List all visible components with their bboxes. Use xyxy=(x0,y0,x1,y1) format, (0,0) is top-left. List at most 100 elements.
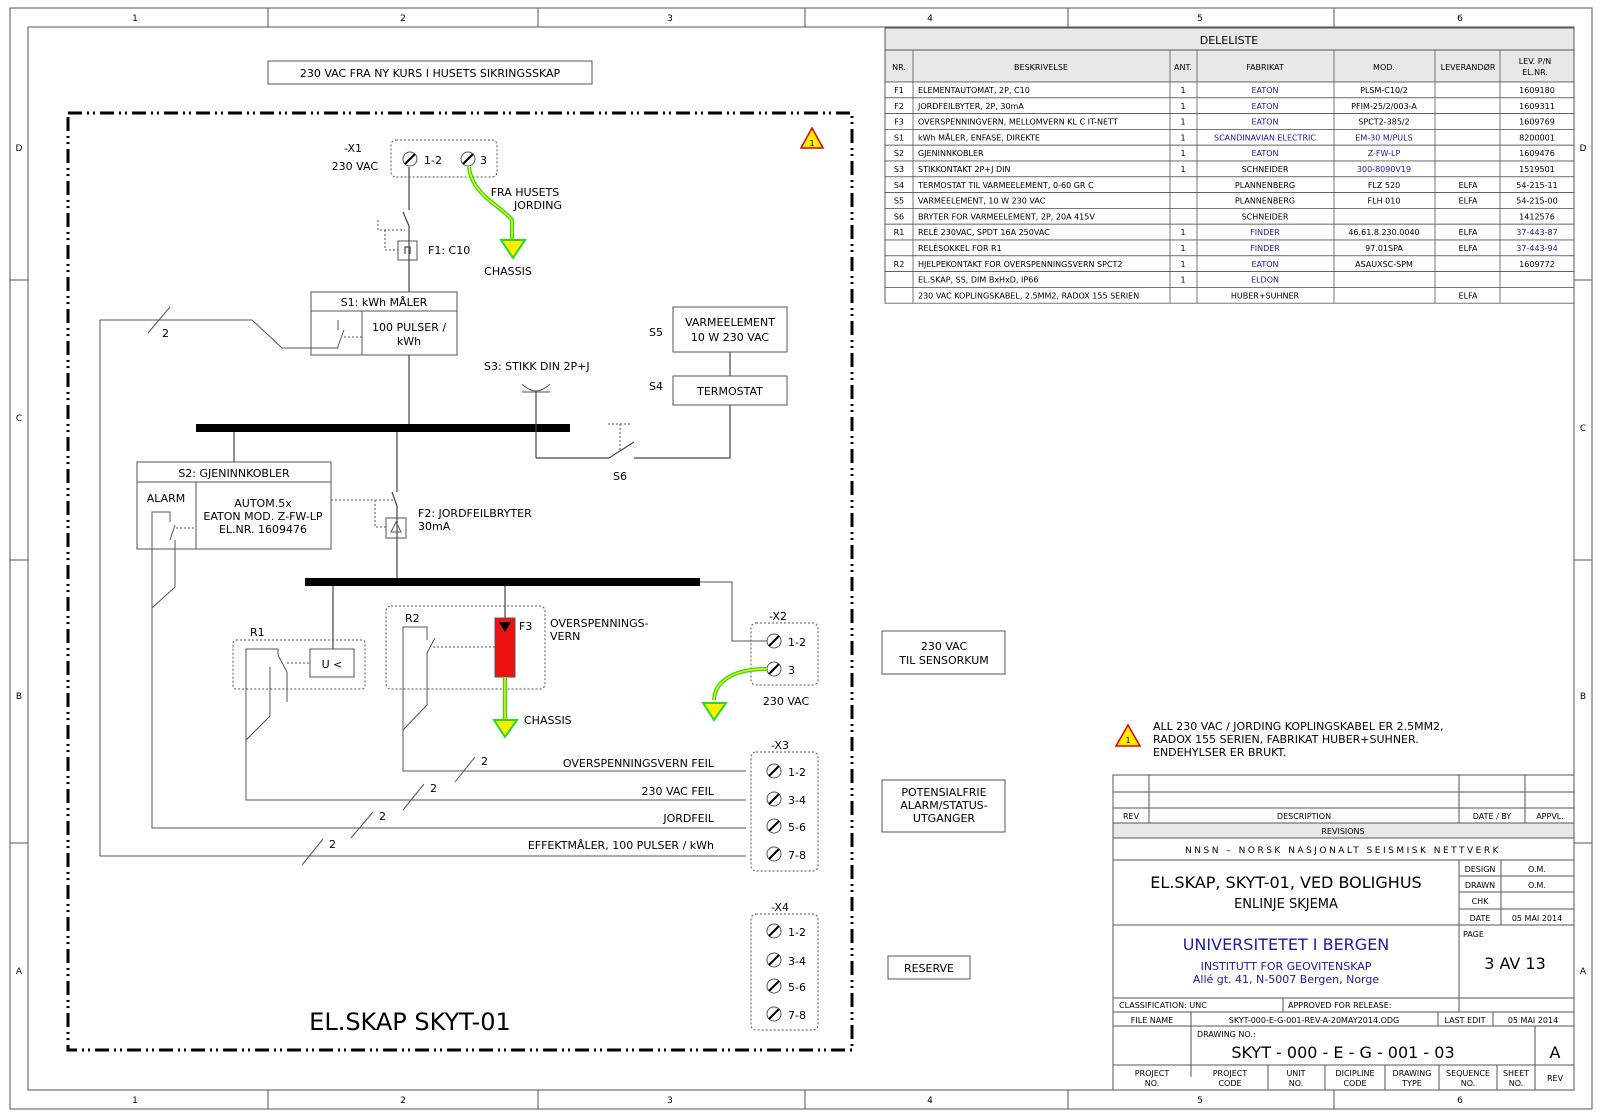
svg-text:3 AV 13: 3 AV 13 xyxy=(1484,954,1546,973)
svg-text:EL.NR. 1609476: EL.NR. 1609476 xyxy=(219,523,307,536)
parts-cell-desc: GJENINNKOBLER xyxy=(918,149,984,158)
svg-text:LEV. P/N: LEV. P/N xyxy=(1519,57,1552,66)
svg-text:REV: REV xyxy=(1547,1074,1564,1083)
parts-cell-ant: 1 xyxy=(1180,86,1185,95)
svg-text:100 PULSER /: 100 PULSER / xyxy=(372,321,446,334)
terminal-block-x1: -X1 230 VAC 1-2 3 xyxy=(332,139,498,178)
parts-cell-desc: JORDFEILBYTER, 2P, 30mA xyxy=(917,102,1024,111)
svg-text:230 VAC: 230 VAC xyxy=(921,640,968,653)
parts-cell-pn: 54-215-00 xyxy=(1516,197,1557,206)
signal-label: 230 VAC FEIL xyxy=(642,785,715,798)
row-label: C xyxy=(1580,424,1586,434)
parts-cell-lev: ELFA xyxy=(1459,181,1478,190)
parts-cell-pn: 1519501 xyxy=(1519,165,1555,174)
svg-text:DESCRIPTION: DESCRIPTION xyxy=(1277,812,1331,821)
svg-text:DICIPLINE: DICIPLINE xyxy=(1335,1069,1374,1078)
col-label: 4 xyxy=(927,14,933,24)
chassis-ground-icon xyxy=(701,702,728,722)
parts-cell-ant: 1 xyxy=(1180,149,1185,158)
terminal-block-x3: -X3 1-2 3-4 5-6 7-8 xyxy=(750,739,819,872)
svg-text:S2: GJENINNKOBLER: S2: GJENINNKOBLER xyxy=(178,467,290,480)
rcd-f2-symbol xyxy=(374,491,407,580)
svg-text:ALARM: ALARM xyxy=(147,492,186,505)
parts-cell-pn: 54-215-11 xyxy=(1516,181,1557,190)
parts-cell-nr: S5 xyxy=(894,197,904,206)
svg-text:PROJECT: PROJECT xyxy=(1213,1069,1248,1078)
terminal-block-x2: -X2 1-2 3 230 VAC xyxy=(750,610,819,708)
parts-cell-nr: S2 xyxy=(894,149,904,158)
parts-list-table: DELELISTE NR. BESKRIVELSE ANT. FABRIKAT … xyxy=(884,27,1575,304)
earth-wire xyxy=(467,166,514,244)
svg-text:kWh: kWh xyxy=(397,335,421,348)
svg-text:DATE / BY: DATE / BY xyxy=(1473,812,1512,821)
svg-text:CHK: CHK xyxy=(1472,897,1490,906)
svg-text:1: 1 xyxy=(809,139,814,148)
parts-cell-fab: FINDER xyxy=(1250,228,1280,237)
svg-text:R2: R2 xyxy=(405,612,420,625)
terminal-screw-icon xyxy=(766,633,782,649)
parts-cell-pn: 1609476 xyxy=(1519,149,1555,158)
parts-cell-pn: 1609769 xyxy=(1519,118,1555,127)
svg-text:1-2: 1-2 xyxy=(788,766,806,779)
svg-text:RESERVE: RESERVE xyxy=(904,962,954,975)
svg-text:-X4: -X4 xyxy=(771,901,789,914)
svg-text:ENDEHYLSER ER BRUKT.: ENDEHYLSER ER BRUKT. xyxy=(1153,746,1286,759)
parts-cell-mod: SPCT2-385/2 xyxy=(1358,118,1409,127)
svg-text:PAGE: PAGE xyxy=(1463,930,1484,939)
svg-text:5-6: 5-6 xyxy=(788,981,806,994)
cabinet-boundary xyxy=(66,111,854,1052)
svg-text:230 VAC: 230 VAC xyxy=(332,160,379,173)
svg-text:NO.: NO. xyxy=(1461,1079,1476,1088)
parts-cell-nr: F3 xyxy=(894,118,904,127)
parts-cell-lev: ELFA xyxy=(1459,228,1478,237)
svg-text:O.M.: O.M. xyxy=(1528,865,1546,874)
chassis-label: CHASSIS xyxy=(484,265,532,278)
svg-text:Allé gt. 41, N-5007 Bergen, No: Allé gt. 41, N-5007 Bergen, Norge xyxy=(1193,973,1379,986)
external-reserve-box: RESERVE xyxy=(887,955,971,980)
f3-label: VERN xyxy=(550,630,580,643)
heater-s5: VARMEELEMENT 10 W 230 VAC xyxy=(672,306,788,353)
parts-list-title: DELELISTE xyxy=(1200,34,1259,47)
svg-text:DRAWING: DRAWING xyxy=(1393,1069,1432,1078)
svg-text:NNSN – NORSK NASJONALT SEI: NNSN – NORSK NASJONALT SEISMISK NETTVERK xyxy=(1185,846,1501,856)
parts-cell-mod: ASAUXSC-SPM xyxy=(1355,260,1413,269)
parts-cell-pn: 1609180 xyxy=(1519,86,1555,95)
terminal-screw-icon xyxy=(402,151,418,167)
signal-label: EFFEKTMÅLER, 100 PULSER / kWh xyxy=(528,839,714,852)
col-label: 5 xyxy=(1197,14,1203,24)
f1-label: F1: C10 xyxy=(428,244,470,257)
parts-cell-mod: 46.61.8.230.0040 xyxy=(1348,228,1419,237)
svg-text:5-6: 5-6 xyxy=(788,821,806,834)
parts-cell-ant: 1 xyxy=(1180,102,1185,111)
parts-cell-fab: EATON xyxy=(1251,102,1278,111)
svg-text:7-8: 7-8 xyxy=(788,1009,806,1022)
parts-cell-nr: S3 xyxy=(894,165,904,174)
surge-arrester-f3 xyxy=(494,617,516,678)
wire-count: 2 xyxy=(430,782,437,795)
parts-cell-mod: EM-30 M/PULS xyxy=(1355,133,1412,142)
s6-label: S6 xyxy=(613,470,627,483)
wire-count: 2 xyxy=(379,810,386,823)
parts-cell-pn: 37-443-87 xyxy=(1516,228,1557,237)
parts-cell-fab: PLANNENBERG xyxy=(1235,181,1295,190)
svg-text:1-2: 1-2 xyxy=(424,154,442,167)
svg-text:RADOX 155 SERIEN, FABRIKAT HUB: RADOX 155 SERIEN, FABRIKAT HUBER+SUHNER. xyxy=(1153,733,1419,746)
svg-text:ENLINJE SKJEMA: ENLINJE SKJEMA xyxy=(1234,897,1338,912)
parts-cell-pn: 8200001 xyxy=(1519,133,1555,142)
svg-text:DESIGN: DESIGN xyxy=(1465,865,1496,874)
svg-text:-X1: -X1 xyxy=(344,142,362,155)
svg-text:1-2: 1-2 xyxy=(788,926,806,939)
svg-text:DRAWN: DRAWN xyxy=(1465,881,1495,890)
parts-cell-ant: 1 xyxy=(1180,260,1185,269)
svg-text:APPVL.: APPVL. xyxy=(1536,812,1564,821)
svg-text:230 VAC: 230 VAC xyxy=(763,695,810,708)
svg-text:POTENSIALFRIE: POTENSIALFRIE xyxy=(901,786,986,799)
svg-text:FABRIKAT: FABRIKAT xyxy=(1246,63,1284,72)
parts-cell-fab: SCHNEIDER xyxy=(1242,212,1289,221)
svg-text:7-8: 7-8 xyxy=(788,849,806,862)
cabinet-title: EL.SKAP SKYT-01 xyxy=(309,1008,511,1036)
parts-cell-fab: HUBER+SUHNER xyxy=(1231,291,1300,300)
